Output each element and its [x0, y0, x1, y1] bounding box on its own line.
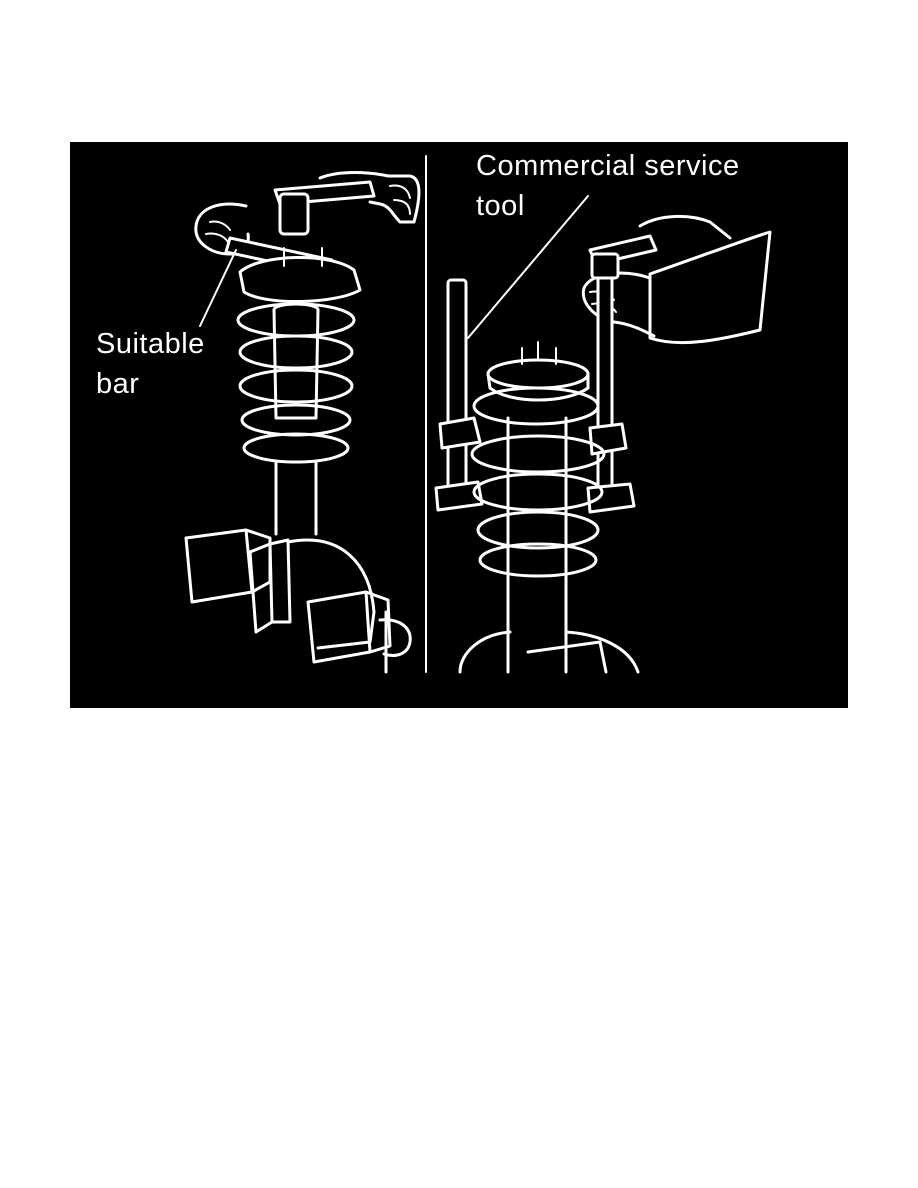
suitable-bar-leader [199, 249, 237, 327]
commercial-tool-leader [467, 195, 589, 339]
coil-spring-left [236, 302, 356, 464]
compressor-rod-left [446, 278, 468, 496]
coil-spring-right [470, 434, 606, 578]
upper-hand-right [638, 214, 732, 240]
vise-body [286, 538, 376, 650]
left-strut-assembly [184, 171, 421, 674]
vise-handle [378, 618, 412, 657]
vise-left-jaw [184, 528, 254, 604]
label-suitable-bar-line1: Suitable [96, 328, 205, 360]
strut-body-right [506, 416, 568, 674]
lower-clamp-right [586, 482, 636, 514]
label-suitable-bar-line2: bar [96, 368, 140, 400]
upper-clamp-left [438, 416, 482, 450]
label-commercial-tool-line2: tool [476, 190, 525, 222]
spring-compressor-illustration [184, 155, 772, 674]
label-commercial-tool-line1: Commercial service [476, 150, 740, 182]
top-mount-right [486, 358, 590, 390]
dust-boot [272, 302, 320, 420]
right-strut-assembly [434, 195, 772, 674]
vise-right-jaw [306, 590, 372, 664]
figure-panel: Suitable bar Commercial service tool [70, 142, 848, 708]
vise-right-view [458, 630, 640, 674]
upper-clamp-right [588, 422, 628, 456]
spring-seat-upper [472, 386, 600, 426]
sleeve-right-view [648, 230, 772, 345]
upper-mount [238, 256, 362, 303]
compressor-rod-right [596, 268, 614, 502]
right-hand-left-view [318, 171, 421, 224]
socket [278, 192, 310, 236]
lower-clamp-left [434, 480, 484, 512]
strut-body-left [274, 460, 318, 536]
